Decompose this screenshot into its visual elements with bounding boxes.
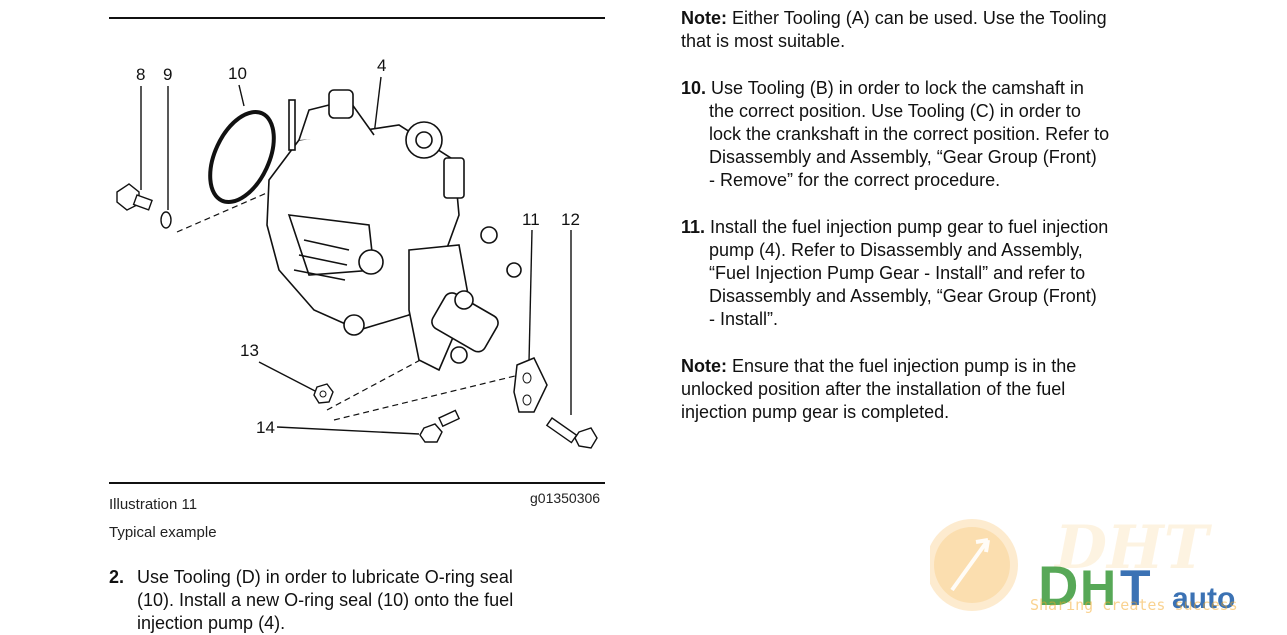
svg-text:DHT: DHT [1053, 513, 1213, 583]
svg-text:H: H [1080, 560, 1116, 616]
note-2-line: unlocked position after the installation… [681, 379, 1066, 399]
caption-rule [109, 482, 605, 484]
svg-text:D: D [1038, 554, 1078, 617]
step-2-line: Use Tooling (D) in order to lubricate O-… [137, 567, 513, 587]
step-10-number: 10. [681, 78, 707, 98]
illustration-caption: Typical example [109, 524, 217, 541]
callout-4: 4 [377, 56, 386, 75]
callout-10: 10 [228, 64, 247, 83]
note-1-label: Note: [681, 8, 727, 28]
dht-auto-watermark-logo: DHT D H T auto Sharing creates success [930, 513, 1238, 617]
callout-11: 11 [522, 210, 540, 229]
callout-8: 8 [136, 65, 145, 84]
step-2-text: Use Tooling (D) in order to lubricate O-… [137, 566, 607, 635]
step-2: 2. Use Tooling (D) in order to lubricate… [109, 566, 609, 633]
note-2: Note: Ensure that the fuel injection pum… [681, 355, 1201, 424]
note-2-line: injection pump gear is completed. [681, 402, 950, 422]
fuel-injection-pump-illustration: 8 9 10 4 11 12 13 14 [116, 56, 598, 449]
step-11-line: pump (4). Refer to Disassembly and Assem… [709, 240, 1083, 260]
illustration-code: g01350306 [530, 490, 601, 506]
note-2-line: Ensure that the fuel injection pump is i… [732, 356, 1077, 376]
callout-9: 9 [163, 65, 172, 84]
step-11-number: 11. [681, 217, 706, 237]
callout-13: 13 [240, 341, 259, 360]
step-10-line: - Remove” for the correct procedure. [709, 170, 1001, 190]
step-10-line: Use Tooling (B) in order to lock the cam… [711, 78, 1084, 98]
step-10-line: the correct position. Use Tooling (C) in… [709, 101, 1081, 121]
callout-12: 12 [561, 210, 580, 229]
svg-text:auto: auto [1172, 582, 1235, 615]
svg-text:Sharing creates success: Sharing creates success [1030, 596, 1238, 614]
illustration-label: Illustration 11 [109, 496, 198, 513]
callout-14: 14 [256, 418, 275, 437]
step-2-number: 2. [109, 567, 125, 587]
note-2-label: Note: [681, 356, 727, 376]
step-11-line: “Fuel Injection Pump Gear - Install” and… [709, 263, 1086, 283]
step-11: 11. Install the fuel injection pump gear… [681, 216, 1201, 331]
step-2-line: (10). Install a new O-ring seal (10) ont… [137, 590, 514, 610]
note-1: Note: Either Tooling (A) can be used. Us… [681, 7, 1201, 53]
note-1-line: Either Tooling (A) can be used. Use the … [732, 8, 1107, 28]
step-2-line: injection pump (4). [137, 613, 286, 633]
top-rule [109, 17, 605, 19]
note-1-line: that is most suitable. [681, 31, 846, 51]
step-10-line: Disassembly and Assembly, “Gear Group (F… [709, 147, 1097, 167]
step-11-line: - Install”. [709, 309, 779, 329]
svg-text:T: T [1120, 560, 1151, 616]
step-10: 10. Use Tooling (B) in order to lock the… [681, 77, 1201, 192]
step-11-line: Disassembly and Assembly, “Gear Group (F… [709, 286, 1097, 306]
step-10-line: lock the crankshaft in the correct posit… [709, 124, 1110, 144]
step-11-line: Install the fuel injection pump gear to … [710, 217, 1109, 237]
